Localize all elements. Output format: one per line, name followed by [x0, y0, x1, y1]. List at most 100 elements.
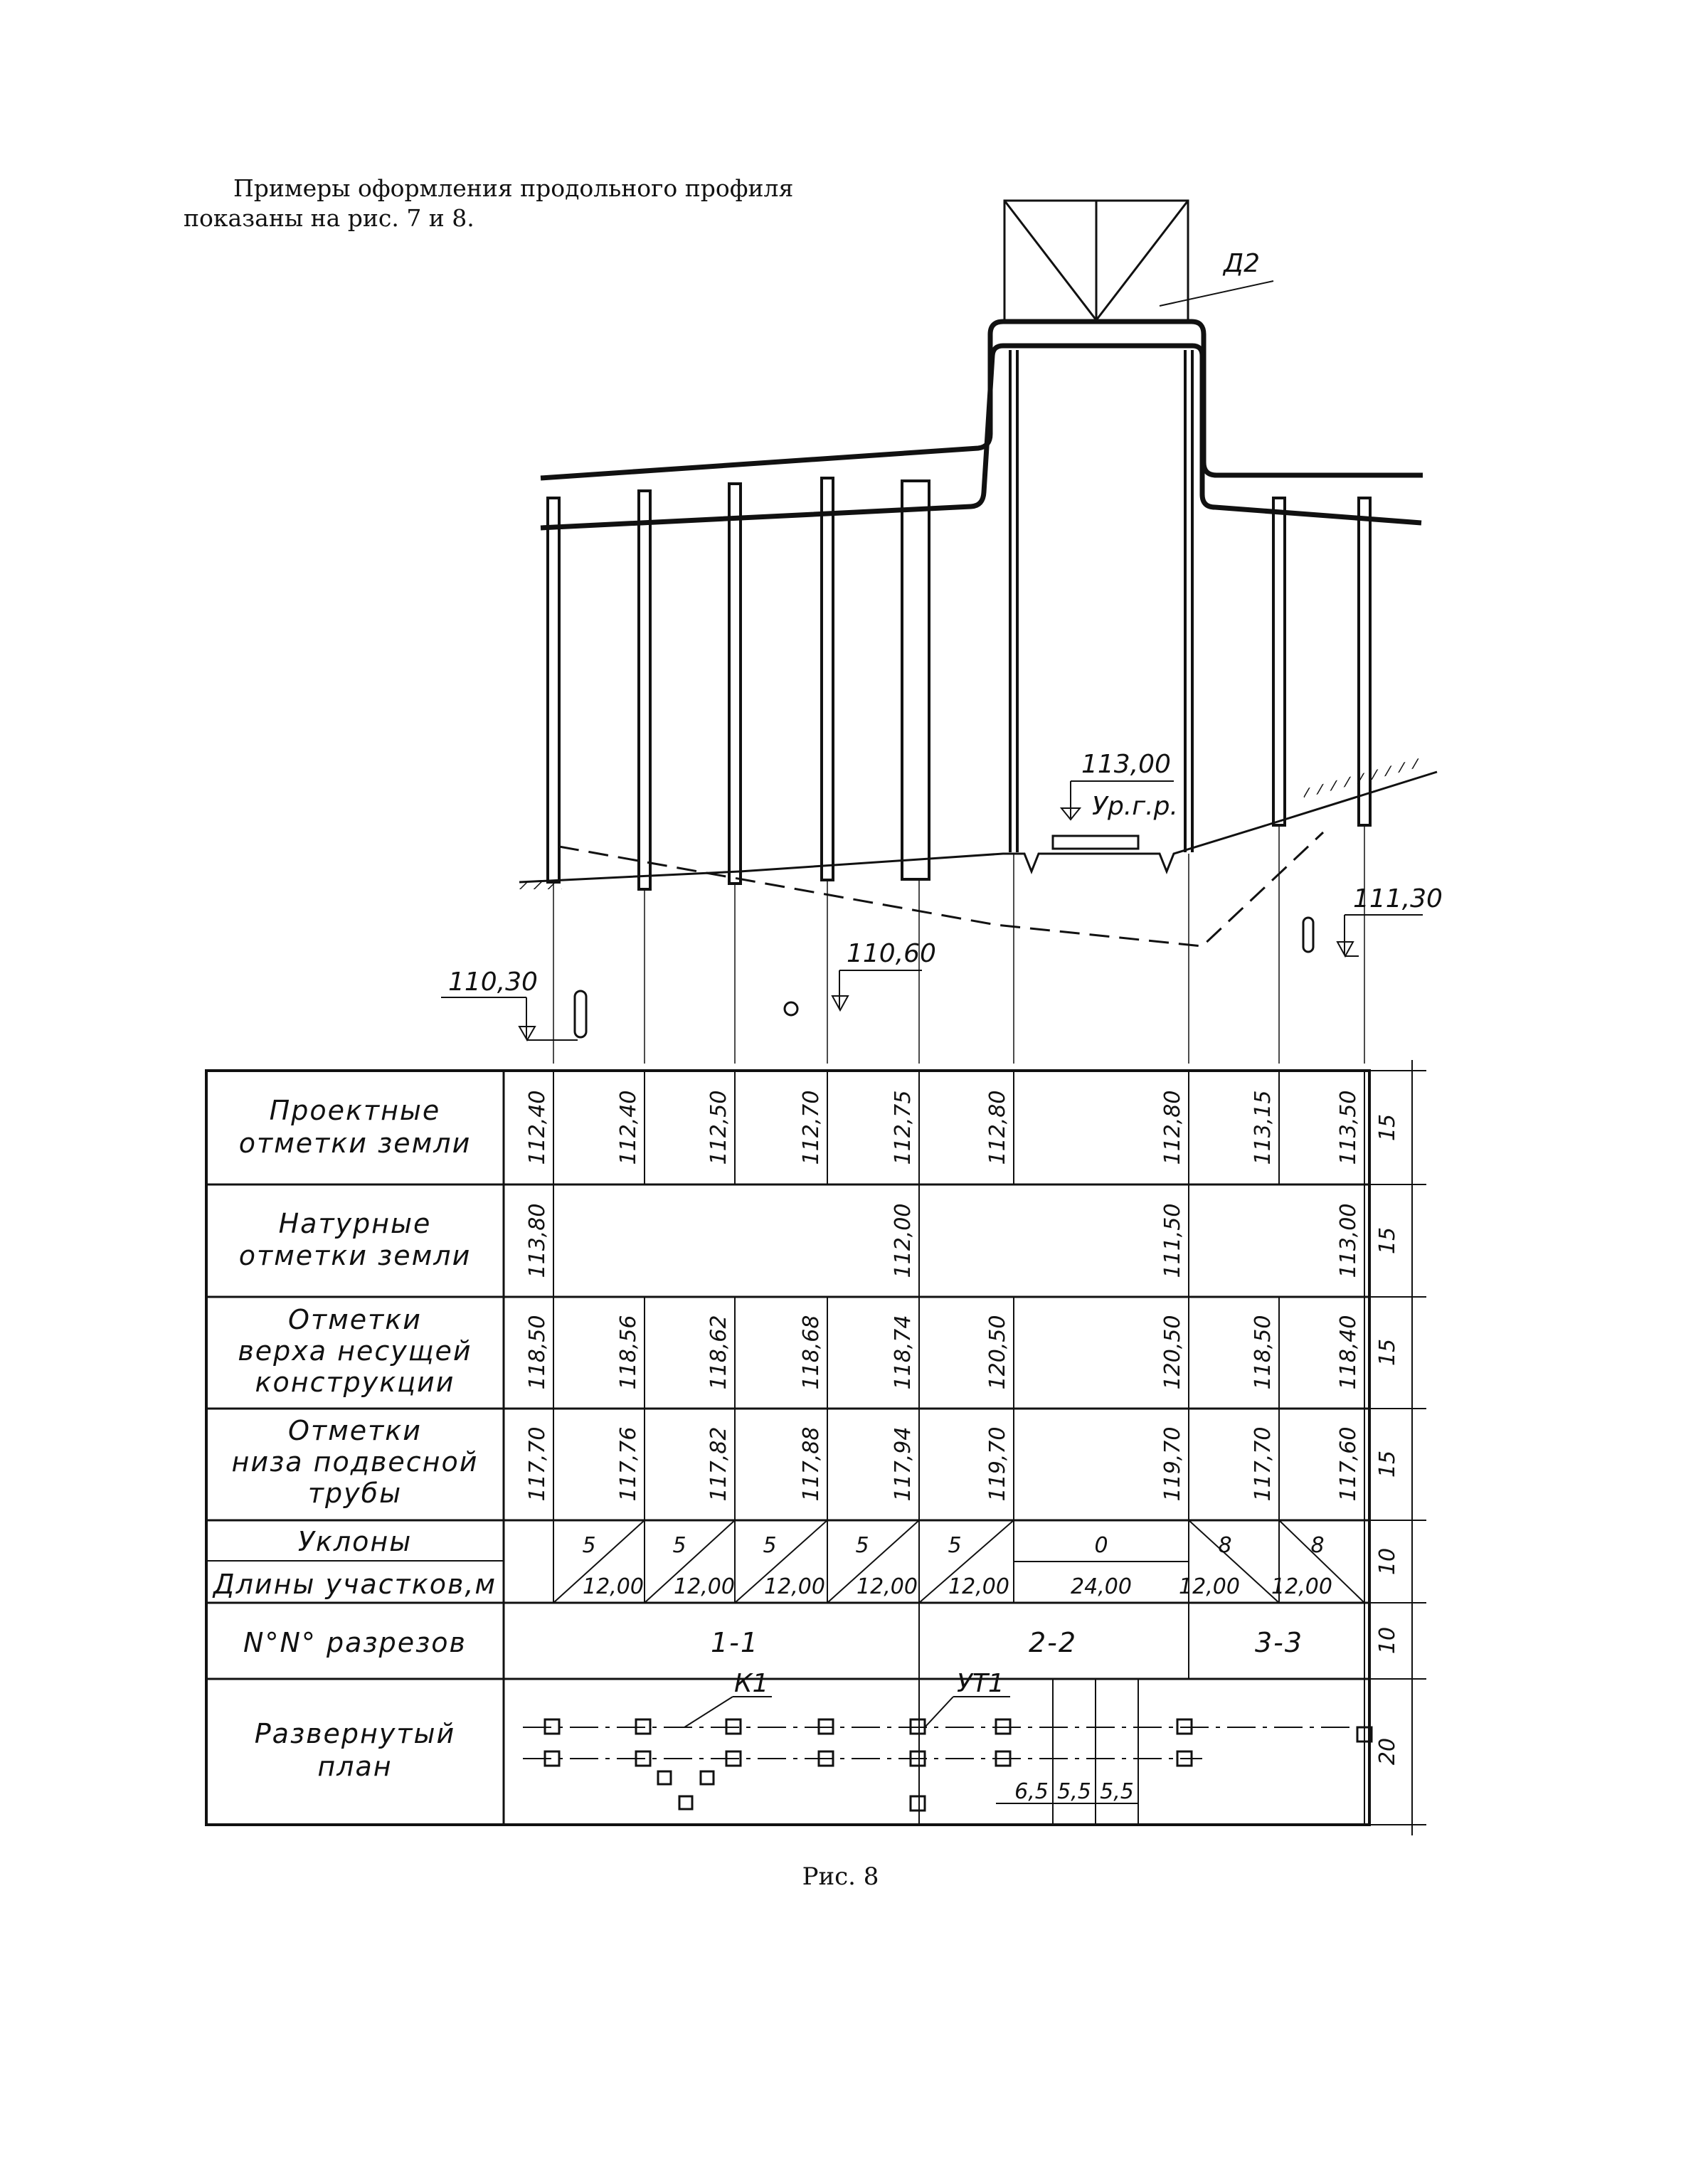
natural-ground-value: 113,00 — [1336, 1204, 1361, 1278]
ground-water-level-marker: 113,00 Ур.г.р. — [1051, 750, 1178, 850]
length-value: 12,00 — [857, 1574, 918, 1599]
length-value: 12,00 — [674, 1574, 735, 1599]
elevation-flag-left: 110,30 — [441, 968, 588, 1041]
intro-paragraph: Примеры оформления продольного профиля п… — [184, 174, 794, 232]
slope-value: 0 — [1094, 1533, 1108, 1558]
row-height-5: 10 — [1375, 1548, 1400, 1575]
label-plan-2: план — [317, 1751, 392, 1782]
projection-lines — [553, 825, 1365, 1064]
label-natural-ground-2: отметки земли — [239, 1240, 472, 1271]
slope-value: 8 — [1310, 1533, 1324, 1558]
top-structure-value: 120,50 — [985, 1315, 1010, 1390]
label-natural-ground-1: Натурные — [279, 1208, 432, 1239]
bottom-pipe-value: 117,88 — [799, 1427, 824, 1502]
length-value: 12,00 — [583, 1574, 644, 1599]
natural-ground-value: 113,80 — [525, 1204, 550, 1278]
section-3-3: 3-3 — [1255, 1627, 1303, 1658]
label-lengths: Длины участков,м — [212, 1569, 497, 1600]
bottom-pipe-value: 119,70 — [985, 1427, 1010, 1502]
row-height-1: 15 — [1375, 1114, 1400, 1141]
section-labels: 1-1 2-2 3-3 — [711, 1627, 1303, 1658]
figure-caption: Рис. 8 — [802, 1862, 879, 1891]
row-height-6: 10 — [1375, 1627, 1400, 1654]
top-structure-value: 118,74 — [891, 1315, 916, 1390]
bottom-pipe-value: 117,94 — [891, 1427, 916, 1502]
elevation-flag-mid: 110,60 — [783, 939, 936, 1017]
expanded-plan — [523, 1679, 1373, 1825]
plan-markers: К1 УТ1 6,5 5,5 5,5 — [734, 1669, 1134, 1804]
top-structure-value: 118,50 — [1251, 1315, 1276, 1390]
bottom-pipe-value: 117,70 — [525, 1427, 550, 1502]
plan-dim-1: 6,5 — [1014, 1779, 1049, 1804]
design-ground-value: 113,15 — [1251, 1091, 1276, 1165]
row-height-4: 15 — [1375, 1451, 1400, 1478]
bottom-pipe-values: 117,70 117,76 117,82 117,88 117,94 119,70 119,… — [525, 1427, 1361, 1502]
elevation-flag-right: 111,30 — [1302, 884, 1443, 958]
length-value: 12,00 — [1179, 1574, 1240, 1599]
length-value: 12,00 — [764, 1574, 825, 1599]
length-value: 12,00 — [1271, 1574, 1332, 1599]
label-top-structure-1: Отметки — [288, 1304, 422, 1335]
support-posts — [546, 477, 1372, 891]
label-bottom-pipe-2: низа подвесной — [232, 1446, 479, 1478]
table-row-labels: Проектные отметки земли Натурные отметки… — [212, 1095, 497, 1782]
length-value: 24,00 — [1071, 1574, 1132, 1599]
design-ground-value: 112,40 — [525, 1091, 550, 1165]
profile-table — [205, 1060, 1426, 1835]
length-values: 12,00 12,00 12,00 12,00 12,00 24,00 12,00 12,00 — [583, 1574, 1332, 1599]
bottom-pipe-value: 117,60 — [1336, 1427, 1361, 1502]
bottom-pipe-value: 117,76 — [616, 1427, 641, 1502]
water-level-mid: 110,60 — [847, 939, 936, 968]
label-top-structure-2: верха несущей — [238, 1335, 472, 1367]
frame-tower — [1003, 199, 1194, 852]
plan-marker-ut1: УТ1 — [957, 1669, 1004, 1698]
natural-ground-value: 111,50 — [1160, 1204, 1185, 1278]
label-bottom-pipe-1: Отметки — [288, 1415, 422, 1446]
top-structure-value: 118,68 — [799, 1315, 824, 1390]
slope-value: 5 — [672, 1533, 686, 1558]
top-structure-value: 118,50 — [525, 1315, 550, 1390]
label-sections: N°N° разрезов — [243, 1627, 467, 1658]
water-level-left: 110,30 — [448, 968, 538, 997]
d2-label: Д2 — [1222, 249, 1260, 278]
bottom-pipe-value: 117,82 — [706, 1427, 731, 1502]
plan-dim-3: 5,5 — [1100, 1779, 1134, 1804]
design-ground-value: 112,40 — [616, 1091, 641, 1165]
slope-value: 8 — [1218, 1533, 1231, 1558]
section-2-2: 2-2 — [1029, 1627, 1077, 1658]
level-value: 113,00 — [1081, 750, 1171, 779]
label-slopes: Уклоны — [298, 1526, 413, 1557]
slope-value: 5 — [582, 1533, 595, 1558]
bottom-pipe-value: 119,70 — [1160, 1427, 1185, 1502]
natural-ground-values: 113,80 112,00 111,50 113,00 — [525, 1204, 1361, 1278]
water-level-right: 111,30 — [1353, 884, 1443, 913]
marker-d2: Д2 — [1159, 249, 1274, 307]
plan-marker-k1: К1 — [734, 1669, 768, 1698]
top-structure-value: 118,40 — [1336, 1315, 1361, 1390]
label-top-structure-3: конструкции — [255, 1367, 455, 1398]
label-design-ground-2: отметки земли — [239, 1128, 472, 1159]
design-ground-value: 112,80 — [1160, 1091, 1185, 1165]
ground-profile — [519, 758, 1438, 948]
top-structure-value: 118,56 — [616, 1315, 641, 1390]
level-label: Ур.г.р. — [1092, 792, 1178, 821]
slope-value: 5 — [763, 1533, 776, 1558]
slope-value: 5 — [855, 1533, 869, 1558]
design-ground-value: 112,50 — [706, 1091, 731, 1165]
design-ground-value: 113,50 — [1336, 1091, 1361, 1165]
design-ground-value: 112,75 — [891, 1091, 916, 1165]
length-value: 12,00 — [948, 1574, 1009, 1599]
row-height-3: 15 — [1375, 1339, 1400, 1366]
natural-ground-value: 112,00 — [891, 1204, 916, 1278]
top-structure-value: 120,50 — [1160, 1315, 1185, 1390]
row-height-7: 20 — [1375, 1738, 1400, 1765]
plan-dim-2: 5,5 — [1057, 1779, 1091, 1804]
label-bottom-pipe-3: трубы — [308, 1478, 402, 1509]
label-design-ground-1: Проектные — [270, 1095, 441, 1126]
row-height-2: 15 — [1375, 1227, 1400, 1254]
design-ground-value: 112,80 — [985, 1091, 1010, 1165]
